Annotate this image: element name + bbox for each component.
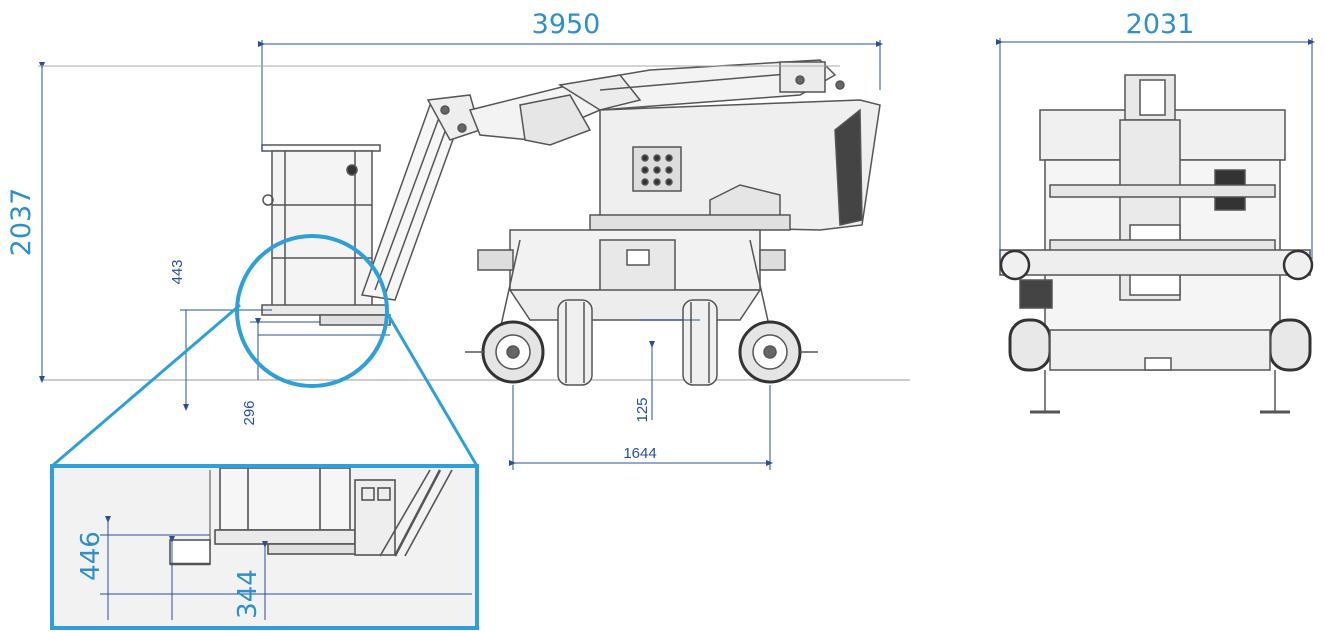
dimension-lines [38, 40, 883, 470]
chassis [477, 229, 786, 331]
platform-basket [261, 144, 391, 326]
overall-width-label: 2031 [1126, 9, 1195, 40]
side-view [40, 59, 910, 386]
zoom-floor-label: 344 [233, 569, 263, 619]
overall-height-label: 2037 [6, 188, 37, 257]
jib-arm [360, 94, 481, 301]
zoom-step-label: 446 [76, 531, 106, 581]
platform-step-label: 443 [169, 259, 186, 284]
overall-length-label: 3950 [532, 9, 601, 40]
inner-wheels [557, 299, 718, 386]
turret [589, 99, 881, 231]
front-view [999, 74, 1314, 414]
outer-wheels [465, 320, 818, 384]
main-boom [468, 59, 845, 146]
front-width-dimension [996, 38, 1315, 260]
wheelbase-label: 1644 [623, 445, 656, 462]
ground-clearance-label: 125 [634, 397, 651, 422]
zoom-callout: 446 344 [50, 234, 479, 630]
platform-floor-label: 296 [241, 400, 258, 425]
